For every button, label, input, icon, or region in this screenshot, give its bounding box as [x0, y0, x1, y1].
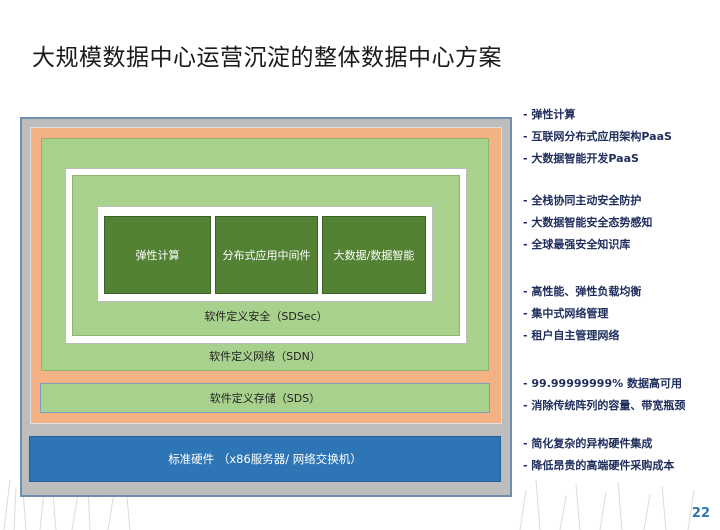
hardware-label: 标准硬件 （x86服务器/ 网络交换机）	[168, 452, 362, 466]
feature-item: - 大数据智能开发PaaS	[523, 152, 639, 165]
feature-item: - 集中式网络管理	[523, 307, 609, 320]
sds-label: 软件定义存储（SDS）	[209, 392, 321, 405]
feature-group-storage: - 99.99999999% 数据高可用 - 消除传统阵列的容量、带宽瓶颈	[523, 373, 685, 417]
feature-item: - 简化复杂的异构硬件集成	[523, 437, 653, 450]
feature-group-network: - 高性能、弹性负载均衡 - 集中式网络管理 - 租户自主管理网络	[523, 281, 641, 347]
feature-item: - 99.99999999% 数据高可用	[523, 377, 682, 390]
service-big-data: 大数据/数据智能	[322, 216, 426, 294]
feature-item: - 大数据智能安全态势感知	[523, 216, 653, 229]
feature-item: - 消除传统阵列的容量、带宽瓶颈	[523, 399, 686, 412]
page-title: 大规模数据中心运营沉淀的整体数据中心方案	[32, 45, 502, 71]
sdn-label: 软件定义网络（SDN）	[209, 350, 321, 363]
hardware-layer: 标准硬件 （x86服务器/ 网络交换机）	[29, 436, 501, 482]
service-elastic-compute: 弹性计算	[104, 216, 211, 294]
feature-item: - 全球最强安全知识库	[523, 238, 631, 251]
feature-item: - 全栈协同主动安全防护	[523, 194, 642, 207]
feature-group-hardware: - 简化复杂的异构硬件集成 - 降低昂贵的高端硬件采购成本	[523, 433, 674, 477]
decorative-line-pattern	[3, 477, 695, 530]
sds-layer: 软件定义存储（SDS）	[40, 383, 490, 413]
feature-item: - 降低昂贵的高端硬件采购成本	[523, 459, 675, 472]
feature-item: - 弹性计算	[523, 108, 576, 121]
feature-item: - 高性能、弹性负载均衡	[523, 285, 642, 298]
feature-group-compute: - 弹性计算 - 互联网分布式应用架构PaaS - 大数据智能开发PaaS	[523, 104, 672, 170]
sdsec-label: 软件定义安全（SDSec）	[204, 310, 328, 323]
page-number: 22	[691, 506, 710, 521]
feature-item: - 租户自主管理网络	[523, 329, 620, 342]
feature-group-security: - 全栈协同主动安全防护 - 大数据智能安全态势感知 - 全球最强安全知识库	[523, 190, 652, 256]
feature-item: - 互联网分布式应用架构PaaS	[523, 130, 672, 143]
service-distributed-middleware: 分布式应用中间件	[215, 216, 318, 294]
